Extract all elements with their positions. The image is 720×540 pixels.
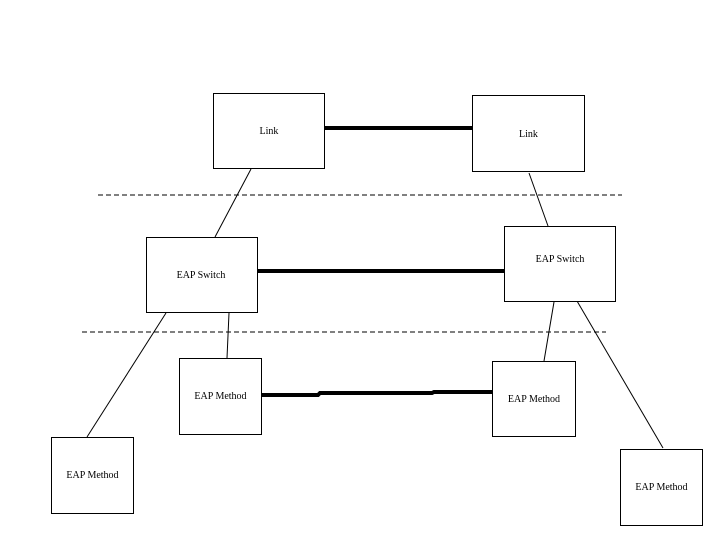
eap-switch-node-left: EAP Switch bbox=[146, 237, 258, 313]
eap-method-node-right-outer-label: EAP Method bbox=[635, 482, 688, 493]
eap-switch-node-right: EAP Switch bbox=[504, 226, 616, 302]
link-node-left-label: Link bbox=[259, 125, 279, 137]
connector-switch-right-to-method-inner bbox=[543, 301, 555, 362]
eap-switch-node-right-label: EAP Switch bbox=[535, 253, 585, 265]
eap-method-node-left-inner-label: EAP Method bbox=[194, 391, 247, 402]
connector-switch-left-to-method-outer bbox=[86, 312, 167, 438]
eap-method-node-right-inner-label: EAP Method bbox=[507, 393, 561, 405]
link-node-left: Link bbox=[213, 93, 325, 169]
eap-method-node-left-outer: EAP Method bbox=[51, 437, 134, 514]
eap-method-node-right-inner: EAP Method bbox=[492, 361, 576, 437]
eap-method-node-left-inner: EAP Method bbox=[179, 358, 262, 435]
eap-switch-node-left-label: EAP Switch bbox=[176, 269, 226, 281]
eap-method-node-right-outer: EAP Method bbox=[620, 449, 703, 526]
connector-link-right-to-switch-right bbox=[528, 172, 549, 227]
connector-switch-left-to-method-inner bbox=[226, 312, 230, 359]
connector-link-left-to-switch-left bbox=[214, 168, 252, 238]
eap-method-node-left-outer-label: EAP Method bbox=[66, 470, 119, 481]
connector-switch-right-to-method-outer bbox=[576, 300, 664, 449]
method-peer-connection bbox=[262, 390, 492, 397]
link-node-right-label: Link bbox=[519, 128, 538, 140]
link-node-right: Link bbox=[472, 95, 585, 172]
